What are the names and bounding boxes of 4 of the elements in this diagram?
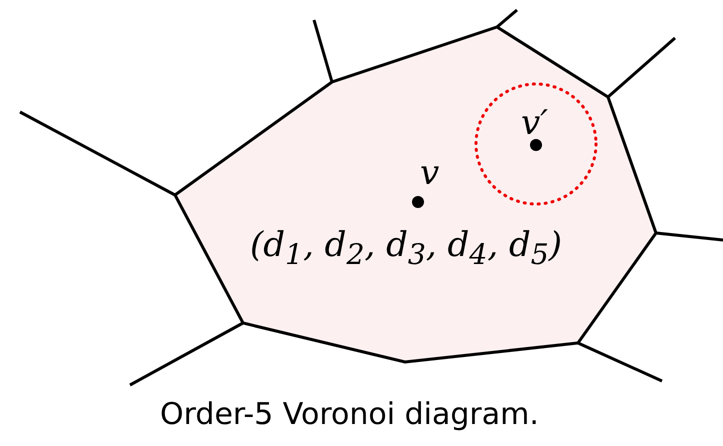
point-label: v: [420, 156, 440, 190]
caption: Order-5 Voronoi diagram.: [160, 400, 539, 430]
distance-tuple: (d$_{1}$, d$_{2}$, d$_{3}$, d$_{4}$, d$_{5}$): [250, 228, 562, 270]
point-label: v′: [521, 106, 548, 140]
